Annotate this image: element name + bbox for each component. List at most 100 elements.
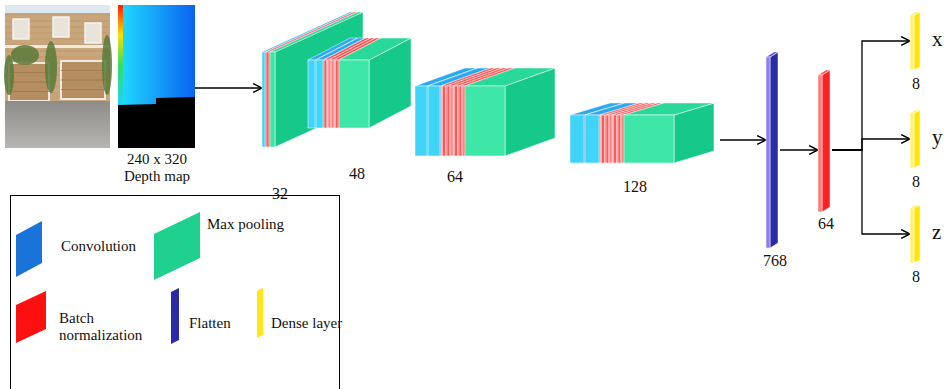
flow-arrow [720,139,766,140]
slab-front [465,86,505,156]
slab-front [324,60,328,128]
layer-size-label-holder: 128 [623,178,647,196]
slab-front [428,86,440,156]
legend-swatch-frame [257,288,265,338]
input-caption: 240 x 320 Depth map [114,151,200,184]
layer-size-label-holder: 768 [763,252,787,270]
layer-size-label: y [932,126,943,149]
legend-label: Batch normalization [59,310,155,343]
layer-size-label: 8 [912,173,920,191]
slab-side [822,70,830,212]
layer-slab [624,103,714,163]
legend-swatch-frame [16,221,44,277]
flatten-layer: 768 [766,52,780,248]
legend-label: Flatten [189,315,231,332]
layer-size-label-holder: x [932,28,943,51]
slab-front [308,60,315,128]
slab-top [624,103,714,115]
layer-shape [818,70,832,212]
flow-arrow [832,41,910,150]
slab-front [910,15,914,70]
slab-front [910,113,914,168]
slab-top [910,12,920,15]
layer-size-label: 8 [912,268,920,286]
slab-side [770,52,778,248]
legend-swatch-frame [16,291,48,343]
slab-front [600,115,605,163]
legend-text-holder: Batch normalization [59,310,155,343]
slab-top [910,205,920,208]
slab-front [818,75,822,212]
legend-swatch [257,288,263,338]
slab-front [270,52,275,147]
conv-block: 48 [308,38,418,133]
slab-top [465,68,555,86]
slab-top [339,38,411,60]
output-layer: y8 [910,110,922,168]
legend-text-holder: Convolution [61,238,136,255]
layer-size-label: z [932,221,941,244]
layer-size-label: 48 [349,165,365,183]
layer-size-label-holder: z [932,221,941,244]
conv-block: 128 [570,103,720,165]
slab-front [329,60,333,128]
layer-slab [339,38,411,128]
slab-front [459,86,464,156]
output-layer: x8 [910,12,922,70]
slab-front [618,115,623,163]
layer-size-label-holder: 48 [349,165,365,183]
layer-shape [910,205,922,263]
slab-front [316,60,323,128]
slab-front [415,86,427,156]
legend-text-holder: Dense layer [271,315,342,332]
slab-front [334,60,338,128]
slab-front [441,86,446,156]
legend-swatch [171,288,179,344]
flow-arrow [195,87,262,88]
layer-size-label-holder: 32 [272,185,288,203]
layer-size-label-holder: y [932,126,943,149]
slab-side [914,12,920,70]
legend-text-holder: Max pooling [207,216,284,233]
slab-top [818,70,830,75]
slab-front [766,57,770,248]
layer-slab [766,52,778,248]
slab-front [585,115,599,163]
output-layer: z8 [910,205,922,263]
legend-label: Convolution [61,238,136,255]
legend-swatch-frame [154,212,202,280]
legend-swatch-frame [171,288,181,344]
depth-map [118,5,195,148]
layer-size-label-holder: 8 [912,173,920,191]
layer-shape [910,110,922,168]
legend-label: Max pooling [207,216,284,233]
slab-front [262,52,265,147]
layer-size-label: 768 [763,252,787,270]
layer-shape [570,103,720,165]
layer-shape [308,38,418,133]
layer-size-label-holder: 8 [912,268,920,286]
legend-text-holder: Flatten [189,315,231,332]
layer-size-label: 8 [912,75,920,93]
layer-size-label-holder: 64 [447,168,463,186]
photo [4,5,112,148]
conv-block: 64 [415,68,560,160]
layer-slab [910,110,920,168]
legend-swatch [16,221,42,277]
slab-front [570,115,584,163]
legend-label: Dense layer [271,315,342,332]
legend-swatch [16,291,46,343]
slab-top [766,52,778,57]
slab-side [914,110,920,168]
input-caption-holder: 240 x 320 Depth map [114,151,200,184]
layer-size-label: 64 [447,168,463,186]
layer-size-label: 64 [818,215,834,233]
layer-slab [910,12,920,70]
layer-size-label-holder: 64 [818,215,834,233]
legend-box: Convolution Max poolingBatch normalizatio… [10,195,340,389]
legend-swatch [154,212,200,280]
slab-side [914,205,920,263]
slab-front [910,208,914,263]
input-illustration [5,5,195,148]
